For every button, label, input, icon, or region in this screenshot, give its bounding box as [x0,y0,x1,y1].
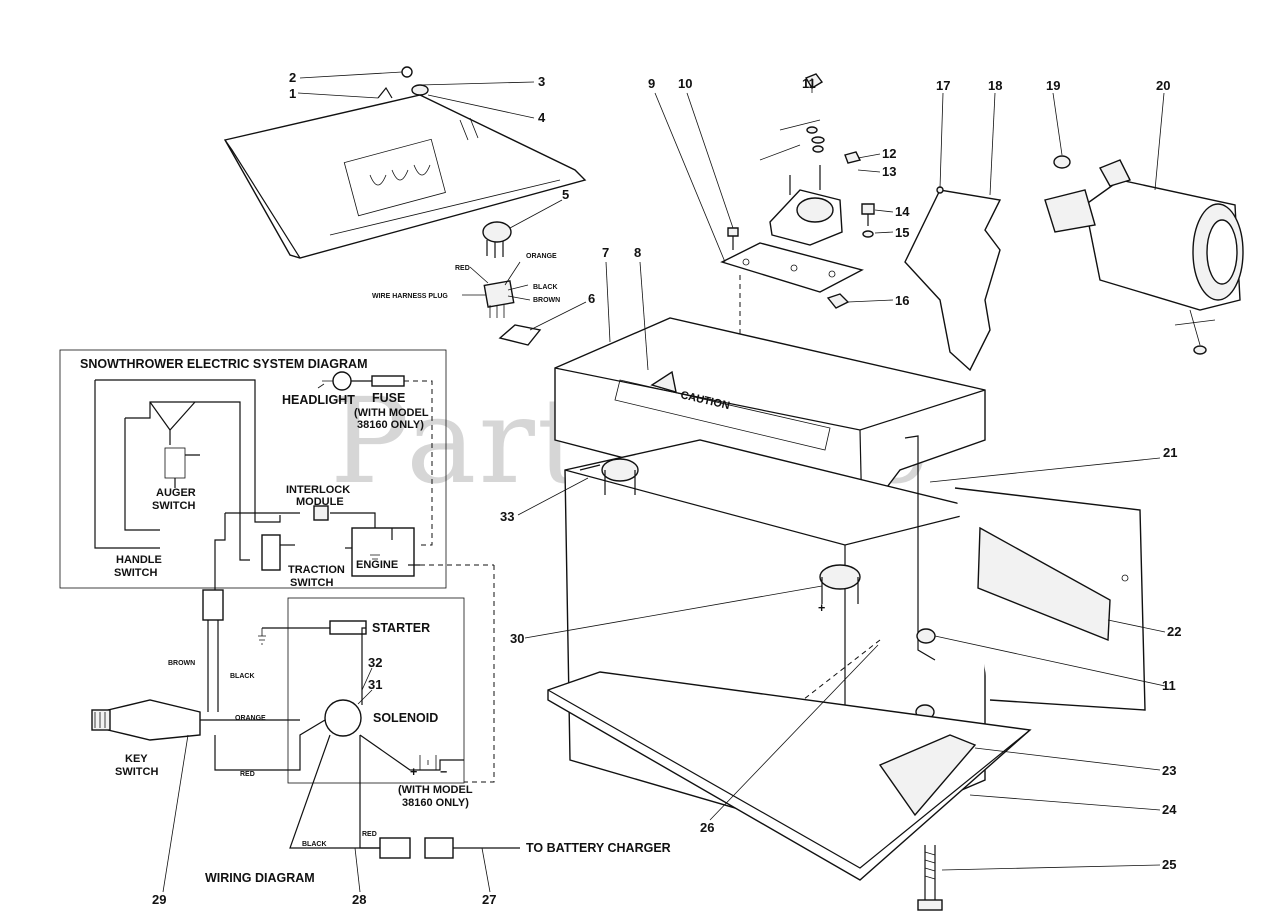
callout-32: 32 [368,655,382,670]
handle-switch-label-1: HANDLE [116,554,162,566]
callout-2: 2 [289,70,296,85]
leader-lines [162,71,1166,893]
electric-diagram-title: SNOWTHROWER ELECTRIC SYSTEM DIAGRAM [80,357,368,371]
side-panel [954,487,1146,711]
mounting-plate [720,242,864,293]
battery-plus-mark: + [818,601,825,615]
callout-10: 10 [678,76,692,91]
black-bottom-label: BLACK [302,841,327,848]
wire-harness-plug-label: WIRE HARNESS PLUG [372,293,448,300]
callout-7: 7 [602,245,609,260]
callout-28: 28 [352,892,366,907]
wiring-diagram-title: WIRING DIAGRAM [205,871,315,885]
auger-switch-label-1: AUGER [156,487,196,499]
bracket-18 [904,186,1002,372]
callout-16: 16 [895,293,909,308]
fuse-label: FUSE [372,391,405,405]
wiring-diagram: STARTER SOLENOID KEY SWITCH BROWN BLACK … [91,564,671,885]
traction-switch-label-2: SWITCH [290,577,333,589]
key-switch-label-2: SWITCH [115,766,158,778]
connector-5 [482,221,512,258]
electric-system-diagram: SNOWTHROWER ELECTRIC SYSTEM DIAGRAM HEAD… [59,349,447,589]
callout-20: 20 [1156,78,1170,93]
callout-numbers: 1 2 3 4 5 6 7 8 9 10 11 12 13 14 15 16 1… [152,70,1181,907]
key-part [377,66,429,99]
callout-1: 1 [289,86,296,101]
red-wire-label: RED [455,265,470,272]
minus-mark: − [440,765,447,779]
bolt-25 [917,845,943,911]
interlock-label-2: MODULE [296,496,344,508]
callout-17: 17 [936,78,950,93]
callout-15: 15 [895,225,909,240]
callout-23: 23 [1162,763,1176,778]
solenoid-part [759,119,843,246]
callout-12: 12 [882,146,896,161]
callout-22: 22 [1167,624,1181,639]
plus-mark: + [410,765,417,779]
red-label: RED [240,771,255,778]
orange-label: ORANGE [235,715,266,722]
callout-30: 30 [510,631,524,646]
key-switch-label-1: KEY [125,753,148,765]
red-bottom-label: RED [362,831,377,838]
model-note-2: 38160 ONLY) [402,797,469,809]
terminal-clamps: + [579,458,861,615]
callout-6: 6 [588,291,595,306]
callout-14: 14 [895,204,910,219]
dash-panel [223,94,587,259]
handle-switch-label-2: SWITCH [114,567,157,579]
callout-5: 5 [562,187,569,202]
starter-motor [1044,155,1244,355]
wire-harness-plug [483,261,531,318]
fuse-note-1: (WITH MODEL [354,407,429,419]
callout-4: 4 [538,110,546,125]
battery-tray [547,671,1032,881]
brown-wire-label: BROWN [533,297,560,304]
callout-11-lower: 11 [1162,678,1176,693]
callout-25: 25 [1162,857,1176,872]
callout-31: 31 [368,677,382,692]
model-note-1: (WITH MODEL [398,784,473,796]
solenoid-label: SOLENOID [373,711,438,725]
callout-33: 33 [500,509,514,524]
auger-switch-label-2: SWITCH [152,500,195,512]
callout-24: 24 [1162,802,1177,817]
callout-29: 29 [152,892,166,907]
bolts [727,73,875,309]
fuse-note-2: 38160 ONLY) [357,419,424,431]
callout-9: 9 [648,76,655,91]
engine-label: ENGINE [356,559,398,571]
callout-11: 11 [802,76,816,91]
callout-13: 13 [882,164,896,179]
interlock-label-1: INTERLOCK [286,484,350,496]
starter-label: STARTER [372,621,430,635]
callout-19: 19 [1046,78,1060,93]
callout-8: 8 [634,245,641,260]
callout-18: 18 [988,78,1002,93]
black-label: BLACK [230,673,255,680]
black-wire-label: BLACK [533,284,558,291]
callout-26: 26 [700,820,714,835]
callout-21: 21 [1163,445,1177,460]
headlight-label: HEADLIGHT [282,393,355,407]
brown-label: BROWN [168,660,195,667]
orange-wire-label: ORANGE [526,253,557,260]
callout-3: 3 [538,74,545,89]
traction-switch-label-1: TRACTION [288,564,345,576]
to-battery-charger-label: TO BATTERY CHARGER [526,841,671,855]
callout-27: 27 [482,892,496,907]
